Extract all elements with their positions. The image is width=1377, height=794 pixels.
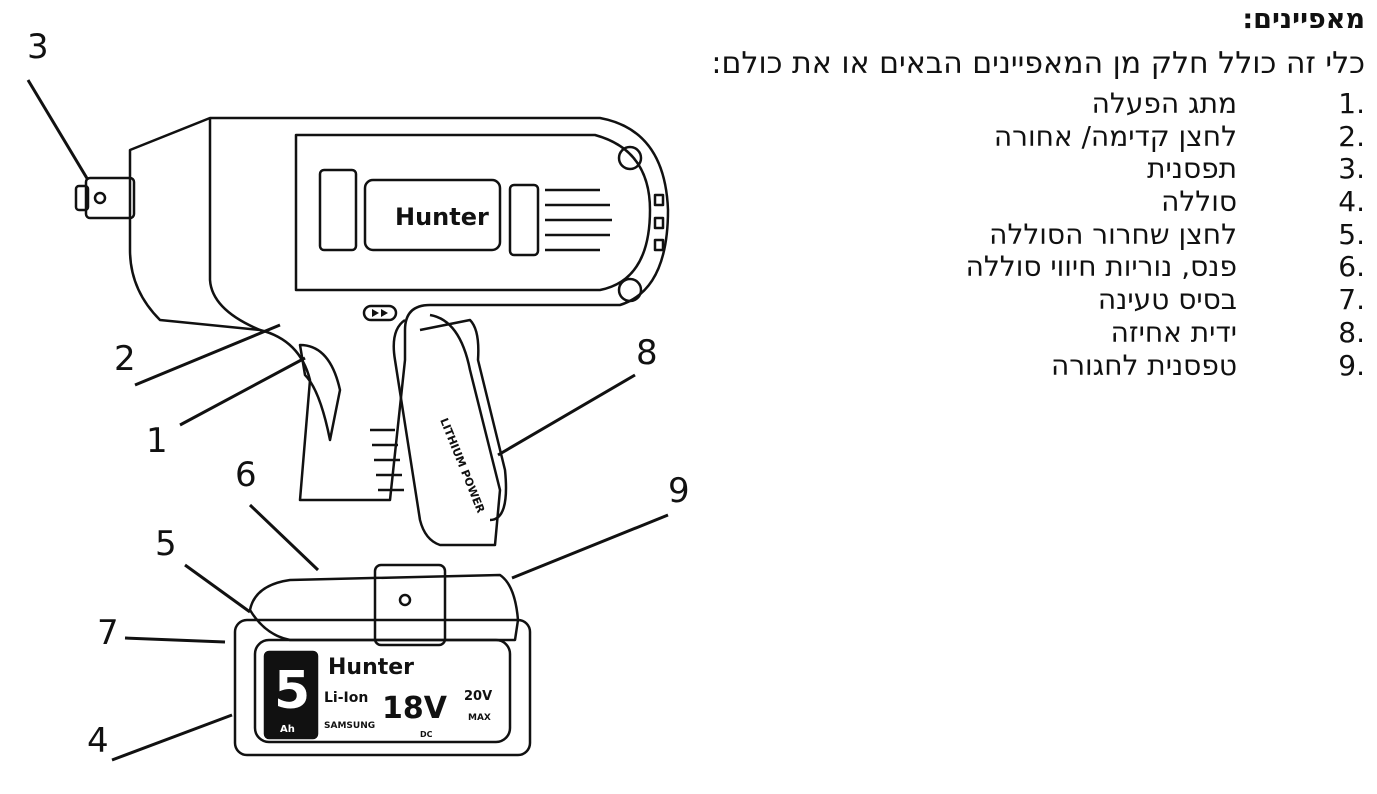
battery-capacity: 5 <box>274 661 310 721</box>
list-item: .3 תפסנית <box>966 153 1365 186</box>
features-list: .1 מתג הפעלה .2 לחצן קדימה/ אחורה .3 תפסנית… <box>966 88 1365 382</box>
list-item: .5 לחצן שחרור הסוללה <box>966 217 1365 252</box>
callout-3: 3 <box>27 27 49 67</box>
battery-chemistry: Li-Ion <box>324 690 368 706</box>
battery-cell-brand: SAMSUNG <box>324 721 375 731</box>
battery-voltage: 18V <box>382 691 448 726</box>
list-item: .9 טפסנית לחגורה <box>966 348 1365 383</box>
callout-5: 5 <box>155 524 177 564</box>
list-item: .8 ידית אחיזה <box>966 315 1365 350</box>
item-number: .3 <box>1338 152 1365 186</box>
battery-max: MAX <box>468 713 491 723</box>
callout-1: 1 <box>146 421 168 461</box>
item-number: .2 <box>1338 119 1365 153</box>
item-number: .8 <box>1338 315 1365 349</box>
handle: LITHIUM POWER <box>370 313 508 547</box>
item-number: .4 <box>1338 185 1365 219</box>
list-item: .4 סוללה <box>966 186 1365 219</box>
battery-dc: DC <box>420 730 433 739</box>
item-label: טפסנית לחגורה <box>1050 348 1237 382</box>
trigger <box>298 343 342 442</box>
callout-8: 8 <box>636 333 658 373</box>
list-item: .2 לחצן קדימה/ אחורה <box>966 119 1365 154</box>
section-heading: מאפיינים: <box>1242 4 1365 35</box>
item-number: .1 <box>1338 87 1365 120</box>
lithium-power-label: LITHIUM POWER <box>437 416 487 515</box>
anvil <box>74 176 136 220</box>
motor-housing <box>128 116 670 502</box>
battery-capacity-unit: Ah <box>280 724 295 735</box>
item-label: לחצן שחרור הסוללה <box>989 217 1237 251</box>
body-logo: Hunter <box>395 203 489 231</box>
item-label: ידית אחיזה <box>1110 315 1237 349</box>
vents <box>545 188 612 252</box>
item-label: לחצן קדימה/ אחורה <box>993 119 1237 153</box>
item-number: .5 <box>1338 217 1365 251</box>
callout-6: 6 <box>235 455 257 495</box>
list-item: .6 פנס, נוריות חיווי סוללה <box>966 251 1365 284</box>
list-item: .7 בסיס טעינה <box>966 284 1365 317</box>
item-number: .9 <box>1338 348 1365 382</box>
item-label: בסיס טעינה <box>1097 283 1237 317</box>
callout-2: 2 <box>114 339 136 379</box>
callout-7: 7 <box>97 613 119 653</box>
item-label: מתג הפעלה <box>1091 87 1237 120</box>
leader-lines <box>26 79 669 762</box>
callout-4: 4 <box>87 721 109 761</box>
item-label: תפסנית <box>1147 152 1237 186</box>
battery-max-voltage: 20V <box>464 689 492 704</box>
list-item: .1 מתג הפעלה <box>966 88 1365 121</box>
direction-arrows-icon <box>372 309 388 317</box>
item-label: פנס, נוריות חיווי סוללה <box>965 250 1237 284</box>
battery-pack <box>233 563 532 757</box>
intro-text: כלי זה כולל חלק מן המאפיינים הבאים או את… <box>711 46 1365 81</box>
item-number: .6 <box>1338 250 1365 284</box>
item-label: סוללה <box>1161 185 1237 219</box>
battery-logo: Hunter <box>328 655 414 680</box>
callout-9: 9 <box>668 471 690 511</box>
item-number: .7 <box>1338 283 1365 317</box>
battery-label: 5 Ah Hunter Li-Ion SAMSUNG 18V DC 20V MA… <box>274 655 492 739</box>
